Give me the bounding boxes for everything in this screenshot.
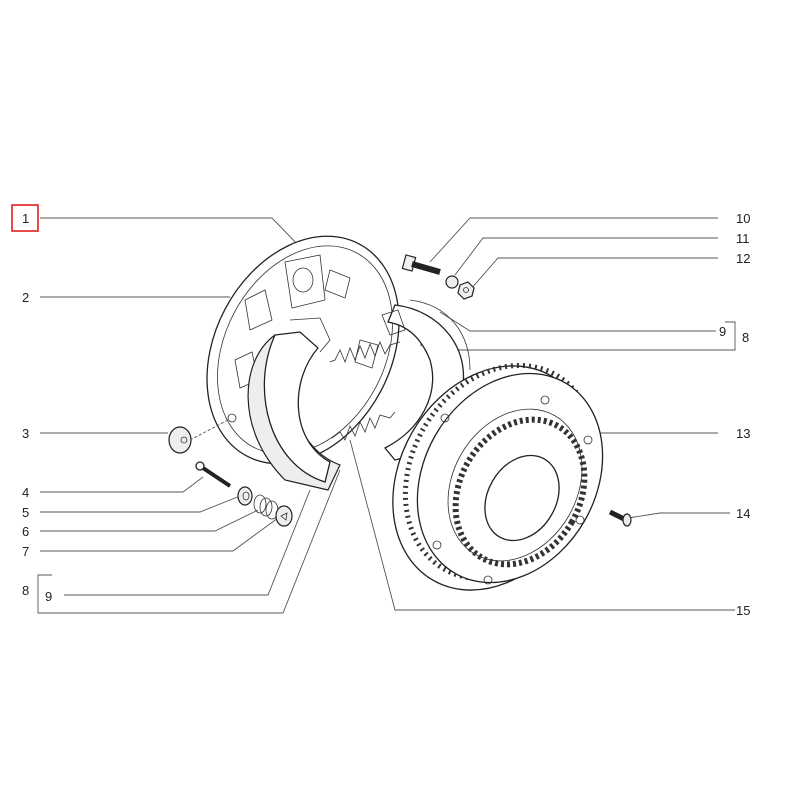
callout-5[interactable]: 5	[22, 505, 29, 520]
retainer-cap	[275, 505, 293, 527]
hold-down-spring	[253, 494, 279, 520]
washer-small	[445, 275, 459, 289]
nut	[457, 281, 475, 300]
callout-7[interactable]: 7	[22, 544, 29, 559]
drum-screw	[608, 509, 632, 527]
leader-6	[40, 509, 259, 532]
callout-12[interactable]: 12	[736, 251, 750, 266]
callout-13[interactable]: 13	[736, 426, 750, 441]
callout-10[interactable]: 10	[736, 211, 750, 226]
bolt	[401, 254, 441, 275]
hold-down-pin	[195, 461, 232, 488]
callout-4[interactable]: 4	[22, 485, 29, 500]
callout-1[interactable]: 1	[22, 211, 29, 226]
spring-upper	[329, 340, 401, 364]
callout-8-left[interactable]: 8	[22, 583, 29, 598]
callout-15[interactable]: 15	[736, 603, 750, 618]
leader-5	[40, 495, 241, 513]
leader-9-left	[64, 489, 311, 596]
leader-14	[627, 512, 730, 519]
washer	[237, 486, 253, 506]
callout-2[interactable]: 2	[22, 290, 29, 305]
callout-3[interactable]: 3	[22, 426, 29, 441]
callout-6[interactable]: 6	[22, 524, 29, 539]
leader-8-right	[419, 321, 736, 351]
brake-shoe-left	[247, 317, 341, 491]
leader-4	[40, 476, 204, 493]
spring-lower	[331, 411, 396, 441]
brake-drum	[392, 362, 604, 591]
leader-10	[429, 217, 718, 263]
callout-9-right[interactable]: 9	[719, 324, 726, 339]
leader-12	[469, 257, 718, 291]
callout-8-right[interactable]: 8	[742, 330, 749, 345]
callout-11[interactable]: 11	[736, 231, 750, 246]
callout-14[interactable]: 14	[736, 506, 750, 521]
leader-9-right	[439, 311, 716, 332]
hold-down-cup	[168, 419, 229, 454]
leader-7	[40, 517, 279, 552]
callout-9-left[interactable]: 9	[45, 589, 52, 604]
leader-8-left	[37, 469, 341, 614]
leader-15	[349, 439, 735, 611]
selected-callout-highlight	[11, 204, 39, 232]
leader-11	[454, 237, 718, 276]
